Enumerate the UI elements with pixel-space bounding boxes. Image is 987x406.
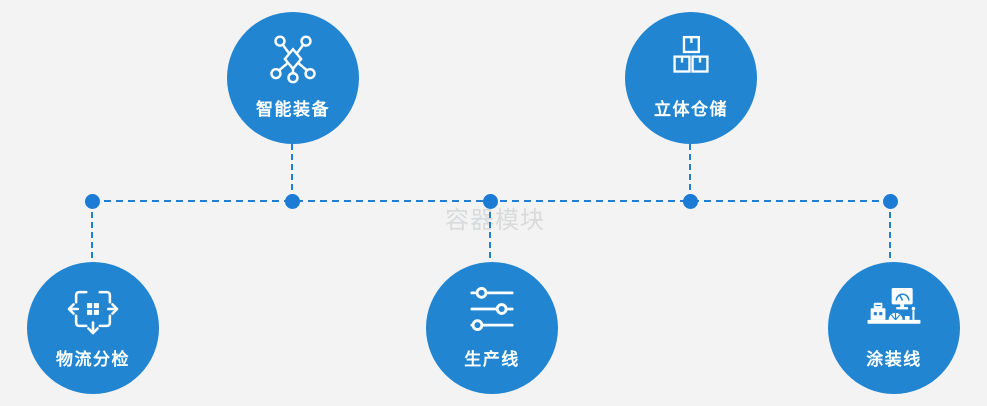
connector-dot	[883, 194, 898, 209]
connector-dot	[483, 194, 498, 209]
connector-vertical-line-smart-equipment	[291, 144, 293, 200]
node-label: 智能装备	[256, 100, 330, 119]
connector-vertical-line-logistics	[91, 202, 93, 262]
connector-vertical-line-warehouse	[689, 144, 691, 200]
sliders-icon	[464, 282, 520, 336]
crosshair-sort-icon	[65, 282, 121, 336]
connector-vertical-line-production	[489, 202, 491, 262]
node-label: 立体仓储	[654, 100, 728, 119]
watermark-text: 容器模块	[445, 207, 545, 234]
node-label: 生产线	[464, 350, 520, 369]
node-painting-line: 涂装线	[828, 262, 960, 394]
connector-dot	[85, 194, 100, 209]
connector-vertical-line-painting	[889, 202, 891, 262]
connector-dot	[285, 194, 300, 209]
node-warehouse: 立体仓储	[625, 12, 757, 144]
machine-monitor-icon	[866, 282, 922, 336]
node-label: 物流分检	[56, 350, 130, 369]
node-logistics-sorting: 物流分检	[27, 262, 159, 394]
stacked-boxes-icon	[663, 32, 719, 86]
connector-dot	[683, 194, 698, 209]
node-smart-equipment: 智能装备	[227, 12, 359, 144]
node-production-line: 生产线	[426, 262, 558, 394]
network-nodes-icon	[265, 32, 321, 86]
node-label: 涂装线	[866, 350, 922, 369]
